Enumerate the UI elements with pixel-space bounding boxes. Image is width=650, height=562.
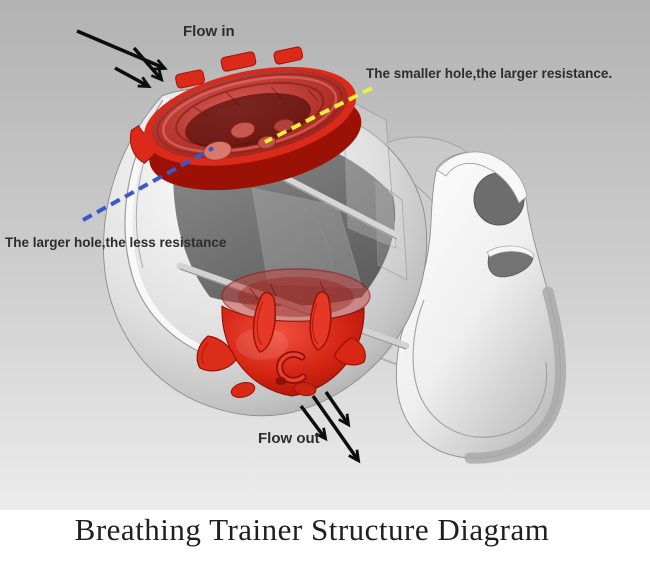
flow-out-arrows [299,391,361,464]
mouthpiece [395,151,567,464]
mouthpiece-inner-rim [412,299,548,438]
valve-foot-tab [230,382,256,398]
smaller-hole-leader [264,86,373,144]
mouthpiece-ear-curl [436,151,528,204]
caption-band [0,510,650,562]
flow-out-label: Flow out [258,430,320,447]
cap-tab [175,69,205,89]
mouthpiece-edge-shade [464,286,567,464]
flow-in-arrows [76,29,168,88]
flow-in-label: Flow in [183,23,235,40]
smaller-hole-label: The smaller hole,the larger resistance. [366,66,612,81]
cap-tab [273,46,304,65]
larger-hole-leader [82,146,214,222]
larger-hole-label: The larger hole,the less resistance [5,235,227,250]
valve-ear-right [333,337,366,366]
valve-small-hole [275,377,287,385]
valve-petal [252,291,276,353]
annotations: Flow in The smaller hole,the larger resi… [5,23,612,464]
mouthpiece-fin-top [486,245,535,259]
cap-wireframe-marks [193,86,318,118]
bottom-red-valve [196,268,371,398]
diagram-title: Breathing Trainer Structure Diagram [75,512,550,547]
cap-tab [220,51,257,72]
valve-foot-tab [293,381,317,397]
